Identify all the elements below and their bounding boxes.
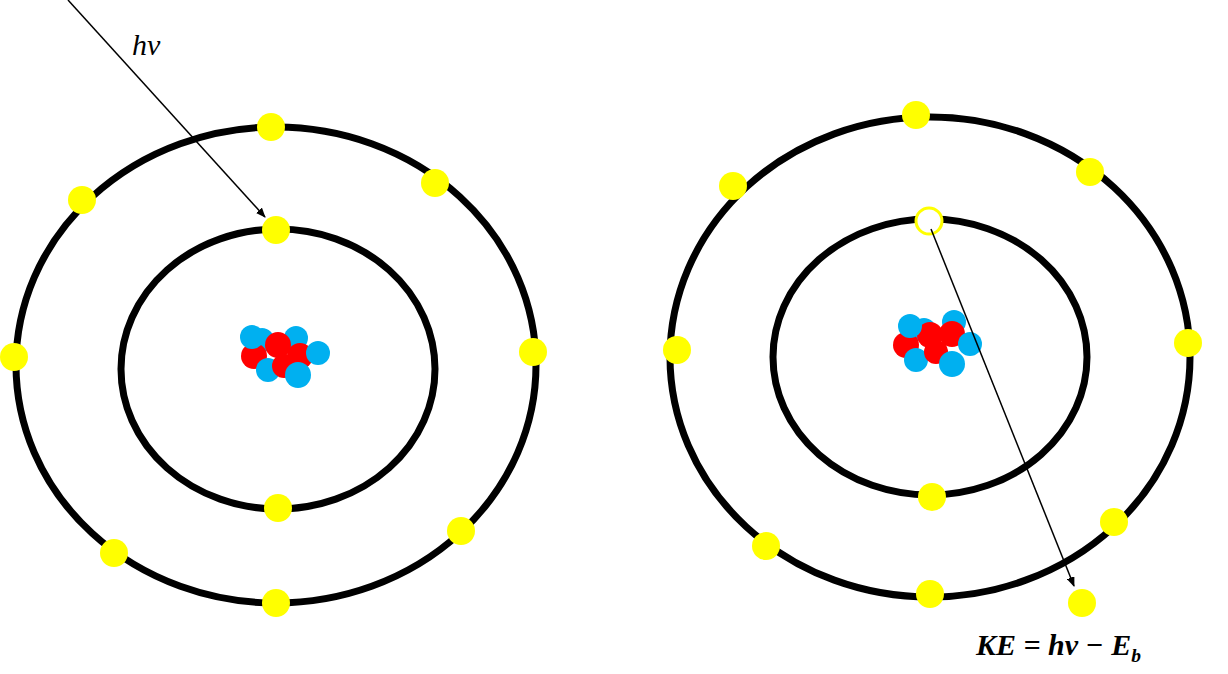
photon-arrow <box>68 0 265 217</box>
kinetic-energy-equation: KE = hν − Eb <box>976 628 1141 667</box>
nucleus <box>893 310 982 377</box>
electron-path-arrow <box>931 229 1074 586</box>
nucleus <box>240 325 330 388</box>
atom-right <box>663 101 1202 617</box>
photon-energy-label: hν <box>132 28 160 62</box>
electrons <box>0 113 547 617</box>
electrons <box>663 101 1202 617</box>
equation-subscript: b <box>1131 645 1141 666</box>
electron-hole <box>916 208 942 234</box>
atom-left <box>0 113 547 617</box>
equation-text: KE = hν − E <box>976 628 1131 661</box>
